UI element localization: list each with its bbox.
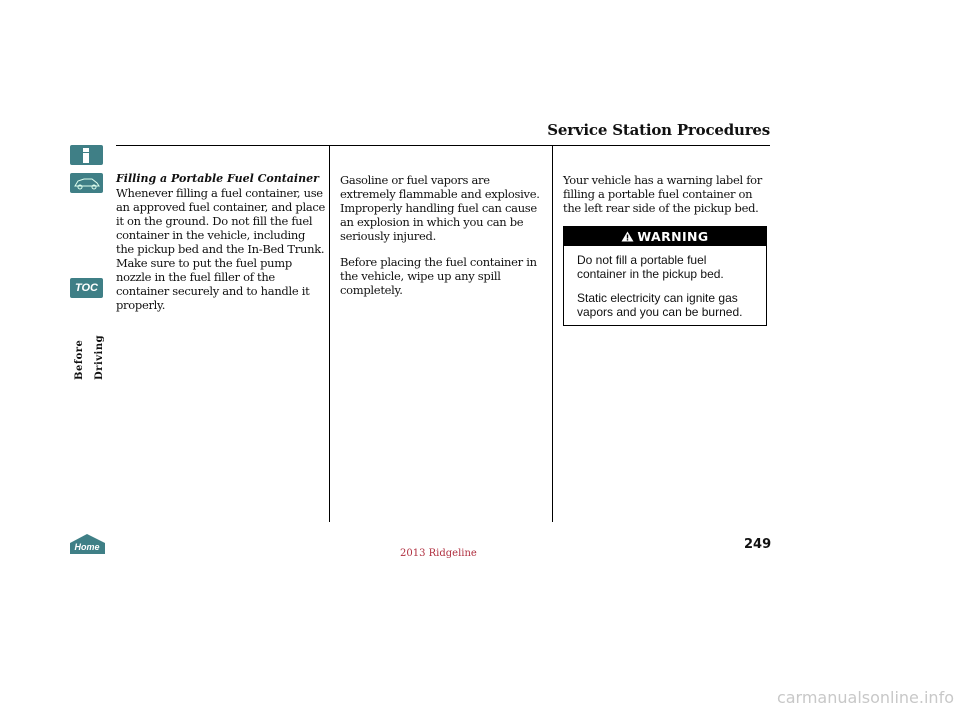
info-button[interactable]: [70, 145, 103, 165]
paragraph: Gasoline or fuel vapors are extremely fl…: [340, 173, 540, 243]
column-3: Your vehicle has a warning label for fil…: [563, 173, 769, 215]
header-rule: [116, 145, 770, 146]
warning-box: WARNING Do not fill a portable fuel cont…: [563, 226, 767, 326]
warning-line: Do not fill a portable fuel container in…: [577, 253, 724, 281]
paragraph: Whenever filling a fuel container, use a…: [116, 186, 326, 312]
column-divider: [329, 145, 330, 522]
toc-button[interactable]: TOC: [70, 278, 103, 298]
home-button[interactable]: Home: [70, 534, 105, 554]
model-label: 2013 Ridgeline: [400, 548, 477, 559]
warning-line: Static electricity can ignite gas vapors…: [577, 291, 743, 319]
warning-label: WARNING: [637, 229, 709, 244]
warning-triangle-icon: [621, 231, 634, 242]
home-label: Home: [74, 542, 99, 552]
page-title: Service Station Procedures: [547, 121, 770, 139]
vehicle-button[interactable]: [70, 173, 103, 193]
page-number: 249: [744, 537, 772, 552]
warning-header: WARNING: [564, 227, 766, 246]
column-2: Gasoline or fuel vapors are extremely fl…: [340, 173, 545, 297]
paragraph: Before placing the fuel container in the…: [340, 255, 537, 297]
info-icon: [83, 148, 89, 163]
watermark: carmanualsonline.info: [776, 688, 954, 707]
home-icon: Home: [70, 534, 105, 554]
car-icon: [74, 178, 100, 190]
section-side-label: Before Driving: [74, 334, 105, 380]
warning-text: Do not fill a portable fuel container in…: [564, 246, 766, 319]
column-1: Whenever filling a fuel container, use a…: [116, 186, 326, 312]
paragraph: Your vehicle has a warning label for fil…: [563, 173, 762, 215]
section-heading: Filling a Portable Fuel Container: [116, 172, 319, 185]
column-divider: [552, 145, 553, 522]
